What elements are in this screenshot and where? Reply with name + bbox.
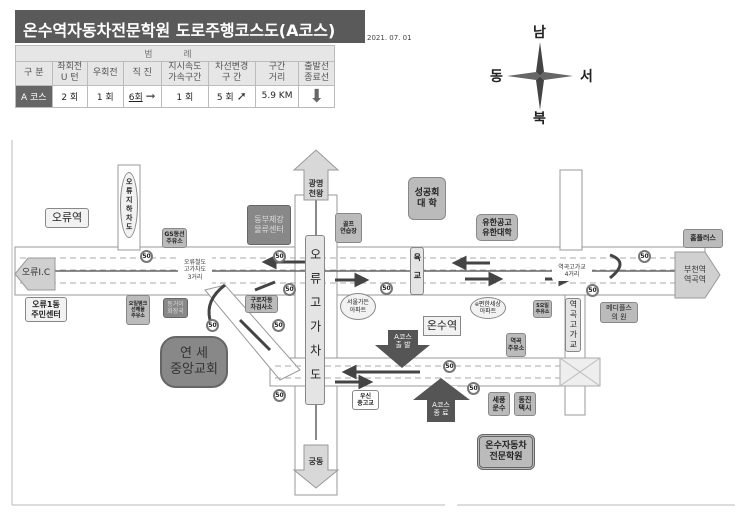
- legend-caption: 범 례: [15, 45, 335, 62]
- direction-bucheon: 부천역 역곡역: [683, 265, 707, 284]
- place-yeokgok-gas: 역곡 주유소: [506, 333, 526, 357]
- place-sunggonghoe: 성공회 대 학: [408, 177, 446, 220]
- diagonal-arrow-icon: ➚: [236, 89, 247, 103]
- direction-gwangmyeong: 광명 천왕: [308, 179, 324, 198]
- compass-south: 북: [533, 111, 546, 127]
- speed-limit-sign: 50: [638, 250, 651, 263]
- footbridge: 육교: [410, 247, 424, 295]
- course-name: A 코스: [15, 84, 53, 108]
- place-yonsei-church: 연 세 중앙교회: [160, 336, 228, 388]
- legend-table: 범 례 구 분 좌회전 U 턴 우회전 직 진 지시속도 가속구간 차선변경 구…: [15, 45, 335, 108]
- lane-change-count: 5 회 ➚: [207, 84, 256, 108]
- place-yuhan: 유한공고 유한대학: [476, 214, 518, 241]
- place-onsu-station: 온수역: [423, 316, 461, 336]
- page-title: 온수역자동차전문학원 도로주행코스도(A코스): [15, 10, 365, 43]
- title-text: 온수역자동차전문학원 도로주행코스도(A코스): [23, 21, 336, 40]
- place-s-oil: S오일 주유소: [533, 300, 552, 318]
- oryu-overpass: 오류고가차도: [305, 235, 325, 405]
- course-end: A코스 종 료: [432, 400, 450, 417]
- col-header: 우회전: [87, 61, 124, 86]
- down-arrow-icon: ⬇: [298, 84, 335, 108]
- u-turn-count: 2 회: [51, 84, 89, 108]
- col-header: 좌회전 U 턴: [51, 61, 89, 86]
- speed-limit-sign: 50: [272, 319, 285, 332]
- place-gs-station: GS동선 주유소: [162, 228, 187, 248]
- place-e-apartment: e편한세상 아파트: [470, 297, 506, 319]
- straight-arrow-icon: ➞: [145, 89, 156, 103]
- speed-limit-sign: 50: [273, 250, 286, 263]
- right-turn-count: 1 회: [87, 84, 124, 108]
- course-start: A코스 출 발: [394, 332, 412, 349]
- col-header: 직 진: [122, 61, 162, 86]
- place-woosin: 우신 중고교: [352, 390, 379, 410]
- place-seoul-garden: 서울가든 아파트: [340, 293, 376, 320]
- place-guro-inspection: 구로자동 차검사소: [245, 295, 278, 313]
- speed-limit-sign: 50: [283, 283, 296, 296]
- col-header: 차선변경 구 간: [207, 61, 256, 86]
- place-oryu-underpass: 오류지하차도: [120, 172, 138, 238]
- place-junction: 오류철도 고가차도 3거리: [178, 254, 212, 286]
- compass-east: 동: [490, 69, 503, 85]
- date: 2021. 07. 01: [367, 34, 412, 42]
- speed-zone-count: 1 회: [160, 84, 209, 108]
- compass-icon: [507, 42, 573, 110]
- place-oryu-ic: 오류I.C: [21, 267, 51, 278]
- speed-limit-sign: 50: [586, 284, 599, 297]
- place-dongeo: 동거이 화장국: [163, 298, 188, 318]
- speed-limit-sign: 50: [467, 382, 480, 395]
- distance: 5.9 KM: [254, 84, 300, 108]
- speed-limit-sign: 50: [443, 360, 456, 373]
- compass-west: 서: [580, 69, 593, 85]
- speed-limit-sign: 50: [140, 250, 153, 263]
- place-oryu1-center: 오류1동 주민센터: [25, 297, 67, 322]
- place-oryu-station: 오류역: [45, 208, 89, 228]
- col-header: 출발선 종료선: [298, 61, 335, 86]
- direction-gungdong: 궁동: [308, 457, 324, 467]
- place-academy: 온수자동차 전문학원: [477, 434, 535, 470]
- place-yeokgok-junction: 역곡고가교 4거리: [552, 261, 592, 281]
- yeokgok-overpass: 역곡고가교: [565, 298, 581, 352]
- straight-count: 6회 ➞: [122, 84, 162, 108]
- speed-limit-sign: 50: [273, 389, 286, 402]
- place-sepung: 세풍 운수: [488, 392, 510, 416]
- place-golf: 골프 연습장: [335, 213, 362, 243]
- compass-north: 남: [533, 25, 546, 41]
- place-homeplus: 홈플러스: [683, 229, 723, 248]
- speed-limit-sign: 50: [380, 282, 393, 295]
- place-oilbank: 오일뱅크 선해물 주유소: [126, 295, 150, 325]
- place-dongjin: 동진 택시: [514, 392, 536, 416]
- speed-limit-sign: 50: [206, 319, 219, 332]
- col-header: 지시속도 가속구간: [160, 61, 209, 86]
- place-dongbu: 동부제강 물류센터: [247, 205, 291, 245]
- place-medi: 메디플스 의 원: [600, 302, 638, 323]
